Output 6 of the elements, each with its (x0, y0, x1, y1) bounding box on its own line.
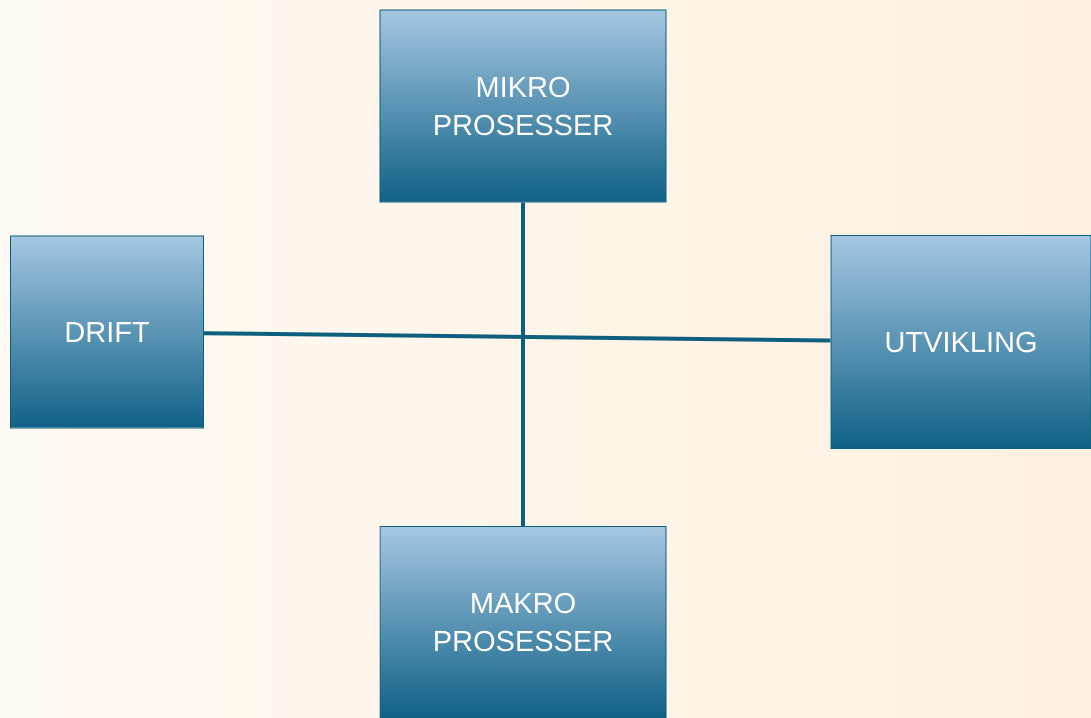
process-box: MIKRO PROSESSER (379, 9, 667, 203)
connector-line (204, 331, 831, 343)
process-box: MAKRO PROSESSER (379, 526, 667, 718)
process-box: UTVIKLING (830, 235, 1091, 449)
process-box: DRIFT (10, 235, 204, 429)
connector-line (521, 202, 525, 526)
